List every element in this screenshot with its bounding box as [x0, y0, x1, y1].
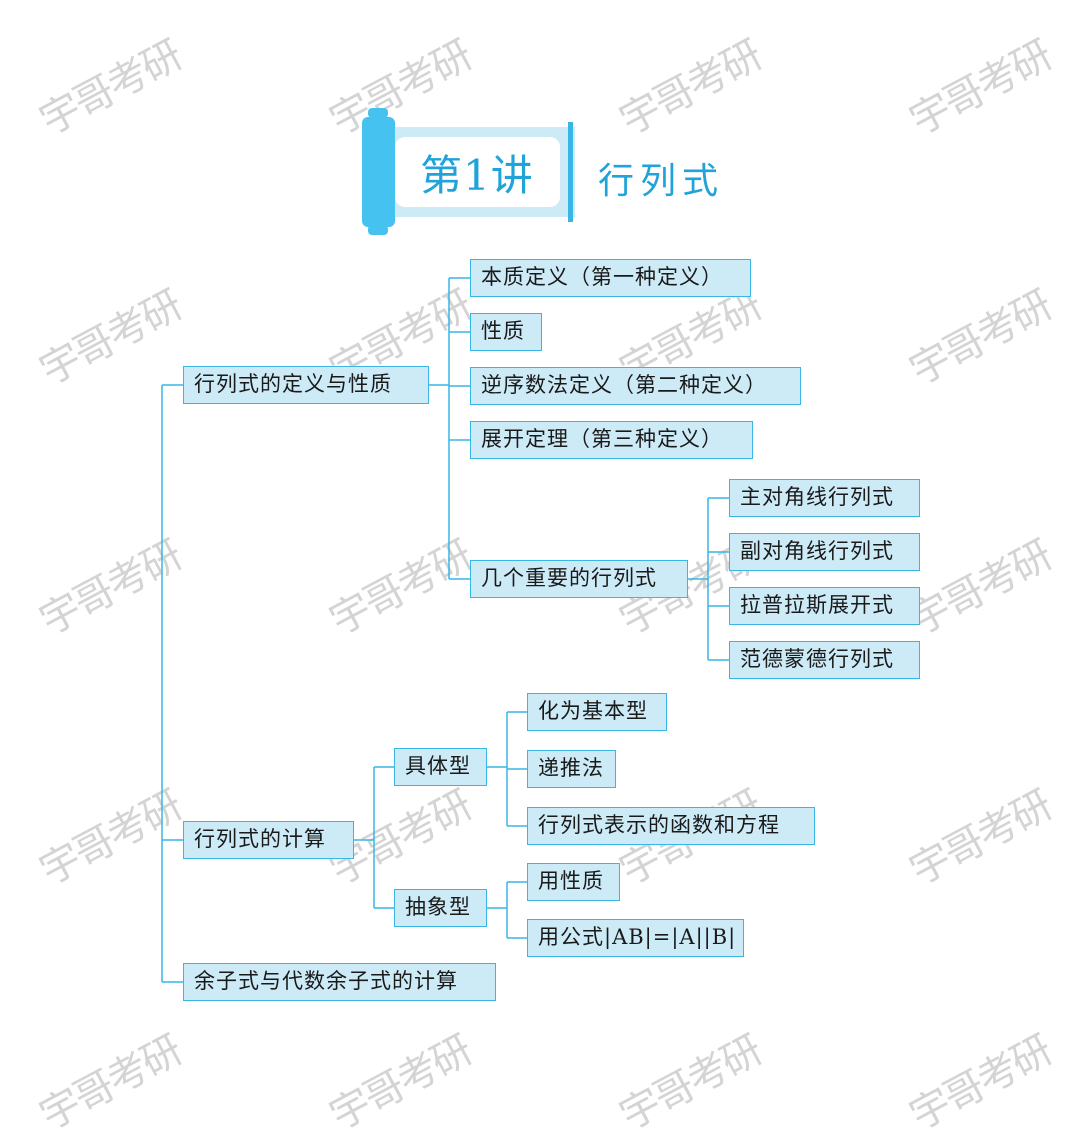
node-calculation: 行列式的计算 [183, 821, 354, 859]
node-cofactor-calculation: 余子式与代数余子式的计算 [183, 963, 496, 1001]
node-use-properties: 用性质 [527, 863, 620, 901]
scroll-roller-icon [362, 117, 395, 227]
lecture-label: 第1讲 [420, 151, 534, 200]
chapter-title: 行列式 [598, 161, 725, 202]
node-main-diagonal: 主对角线行列式 [729, 479, 920, 517]
node-function-equation: 行列式表示的函数和方程 [527, 807, 815, 845]
node-laplace-expansion: 拉普拉斯展开式 [729, 587, 920, 625]
header-divider [568, 122, 573, 222]
node-definition-properties: 行列式的定义与性质 [183, 366, 429, 404]
node-concrete-type: 具体型 [394, 748, 487, 786]
scroll-cap-top [368, 108, 388, 118]
node-inversion-definition: 逆序数法定义（第二种定义） [470, 367, 801, 405]
node-vandermonde: 范德蒙德行列式 [729, 641, 920, 679]
node-essential-definition: 本质定义（第一种定义） [470, 259, 751, 297]
node-important-determinants: 几个重要的行列式 [470, 560, 688, 598]
scroll-banner-inner [395, 137, 560, 207]
node-use-formula: 用公式|AB|=|A||B| [527, 919, 744, 957]
node-abstract-type: 抽象型 [394, 889, 487, 927]
scroll-cap-bottom [368, 225, 388, 235]
mindmap-connectors [161, 277, 729, 983]
node-anti-diagonal: 副对角线行列式 [729, 533, 920, 571]
node-expansion-theorem: 展开定理（第三种定义） [470, 421, 753, 459]
node-recursion: 递推法 [527, 750, 616, 788]
node-basic-form: 化为基本型 [527, 693, 667, 731]
node-properties: 性质 [470, 313, 542, 351]
